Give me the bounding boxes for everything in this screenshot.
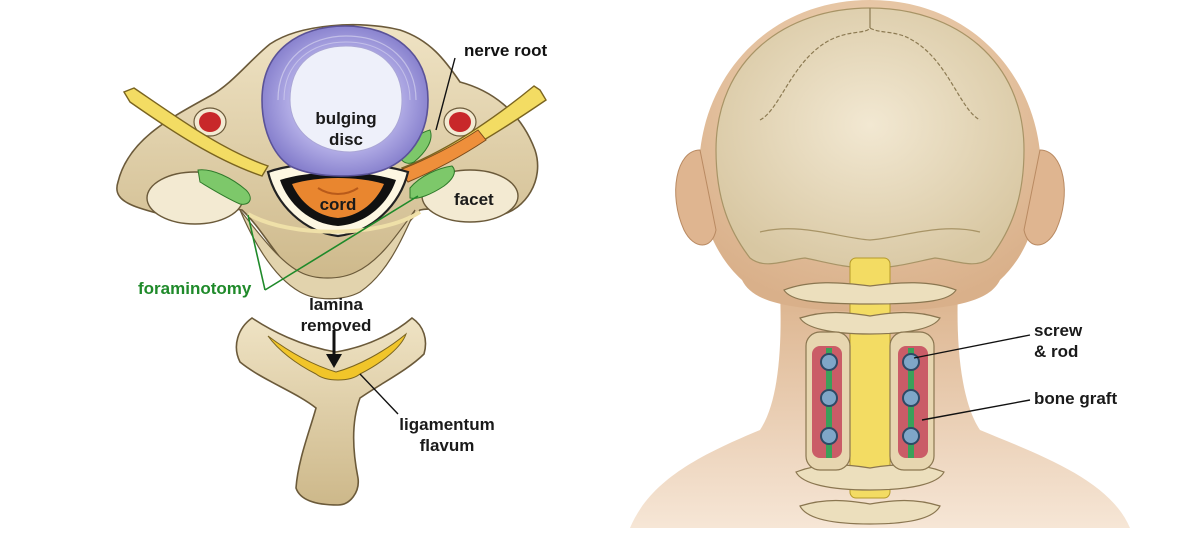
nerve-root-leader (435, 57, 456, 131)
skull (715, 7, 1025, 269)
left-artery-lumen (199, 112, 221, 132)
cervical-vertebrae (783, 282, 957, 525)
foraminotomy-leader-left (247, 214, 266, 291)
left-nerve-root (122, 87, 270, 177)
lamina-piece (235, 316, 427, 506)
right-foraminotomy-area (409, 165, 455, 199)
removed-arrow-head (326, 354, 342, 368)
spinal-cord (292, 178, 384, 218)
posterior-ligament-line (247, 210, 422, 234)
cord-gray-matter (317, 187, 359, 195)
ligamentum-leader (359, 373, 399, 415)
screws (820, 353, 920, 445)
right-ear (1023, 149, 1065, 246)
left-ear (675, 149, 717, 246)
lambdoid-suture (759, 27, 981, 121)
bone-graft-leader (921, 399, 1031, 421)
ligamentum-flavum-layer (267, 332, 408, 381)
left-foraminotomy-area (197, 169, 251, 205)
screw-rod-leader (913, 334, 1031, 359)
removed-lamina (235, 316, 427, 506)
axial-vertebra (116, 23, 547, 300)
occipital-ridge (759, 228, 981, 241)
foraminotomy-leader-right (264, 195, 419, 291)
compressed-nerve-root (399, 129, 487, 183)
disc-nucleus (289, 45, 403, 153)
posterior-head-view (630, 0, 1130, 528)
right-artery-lumen (449, 112, 471, 132)
